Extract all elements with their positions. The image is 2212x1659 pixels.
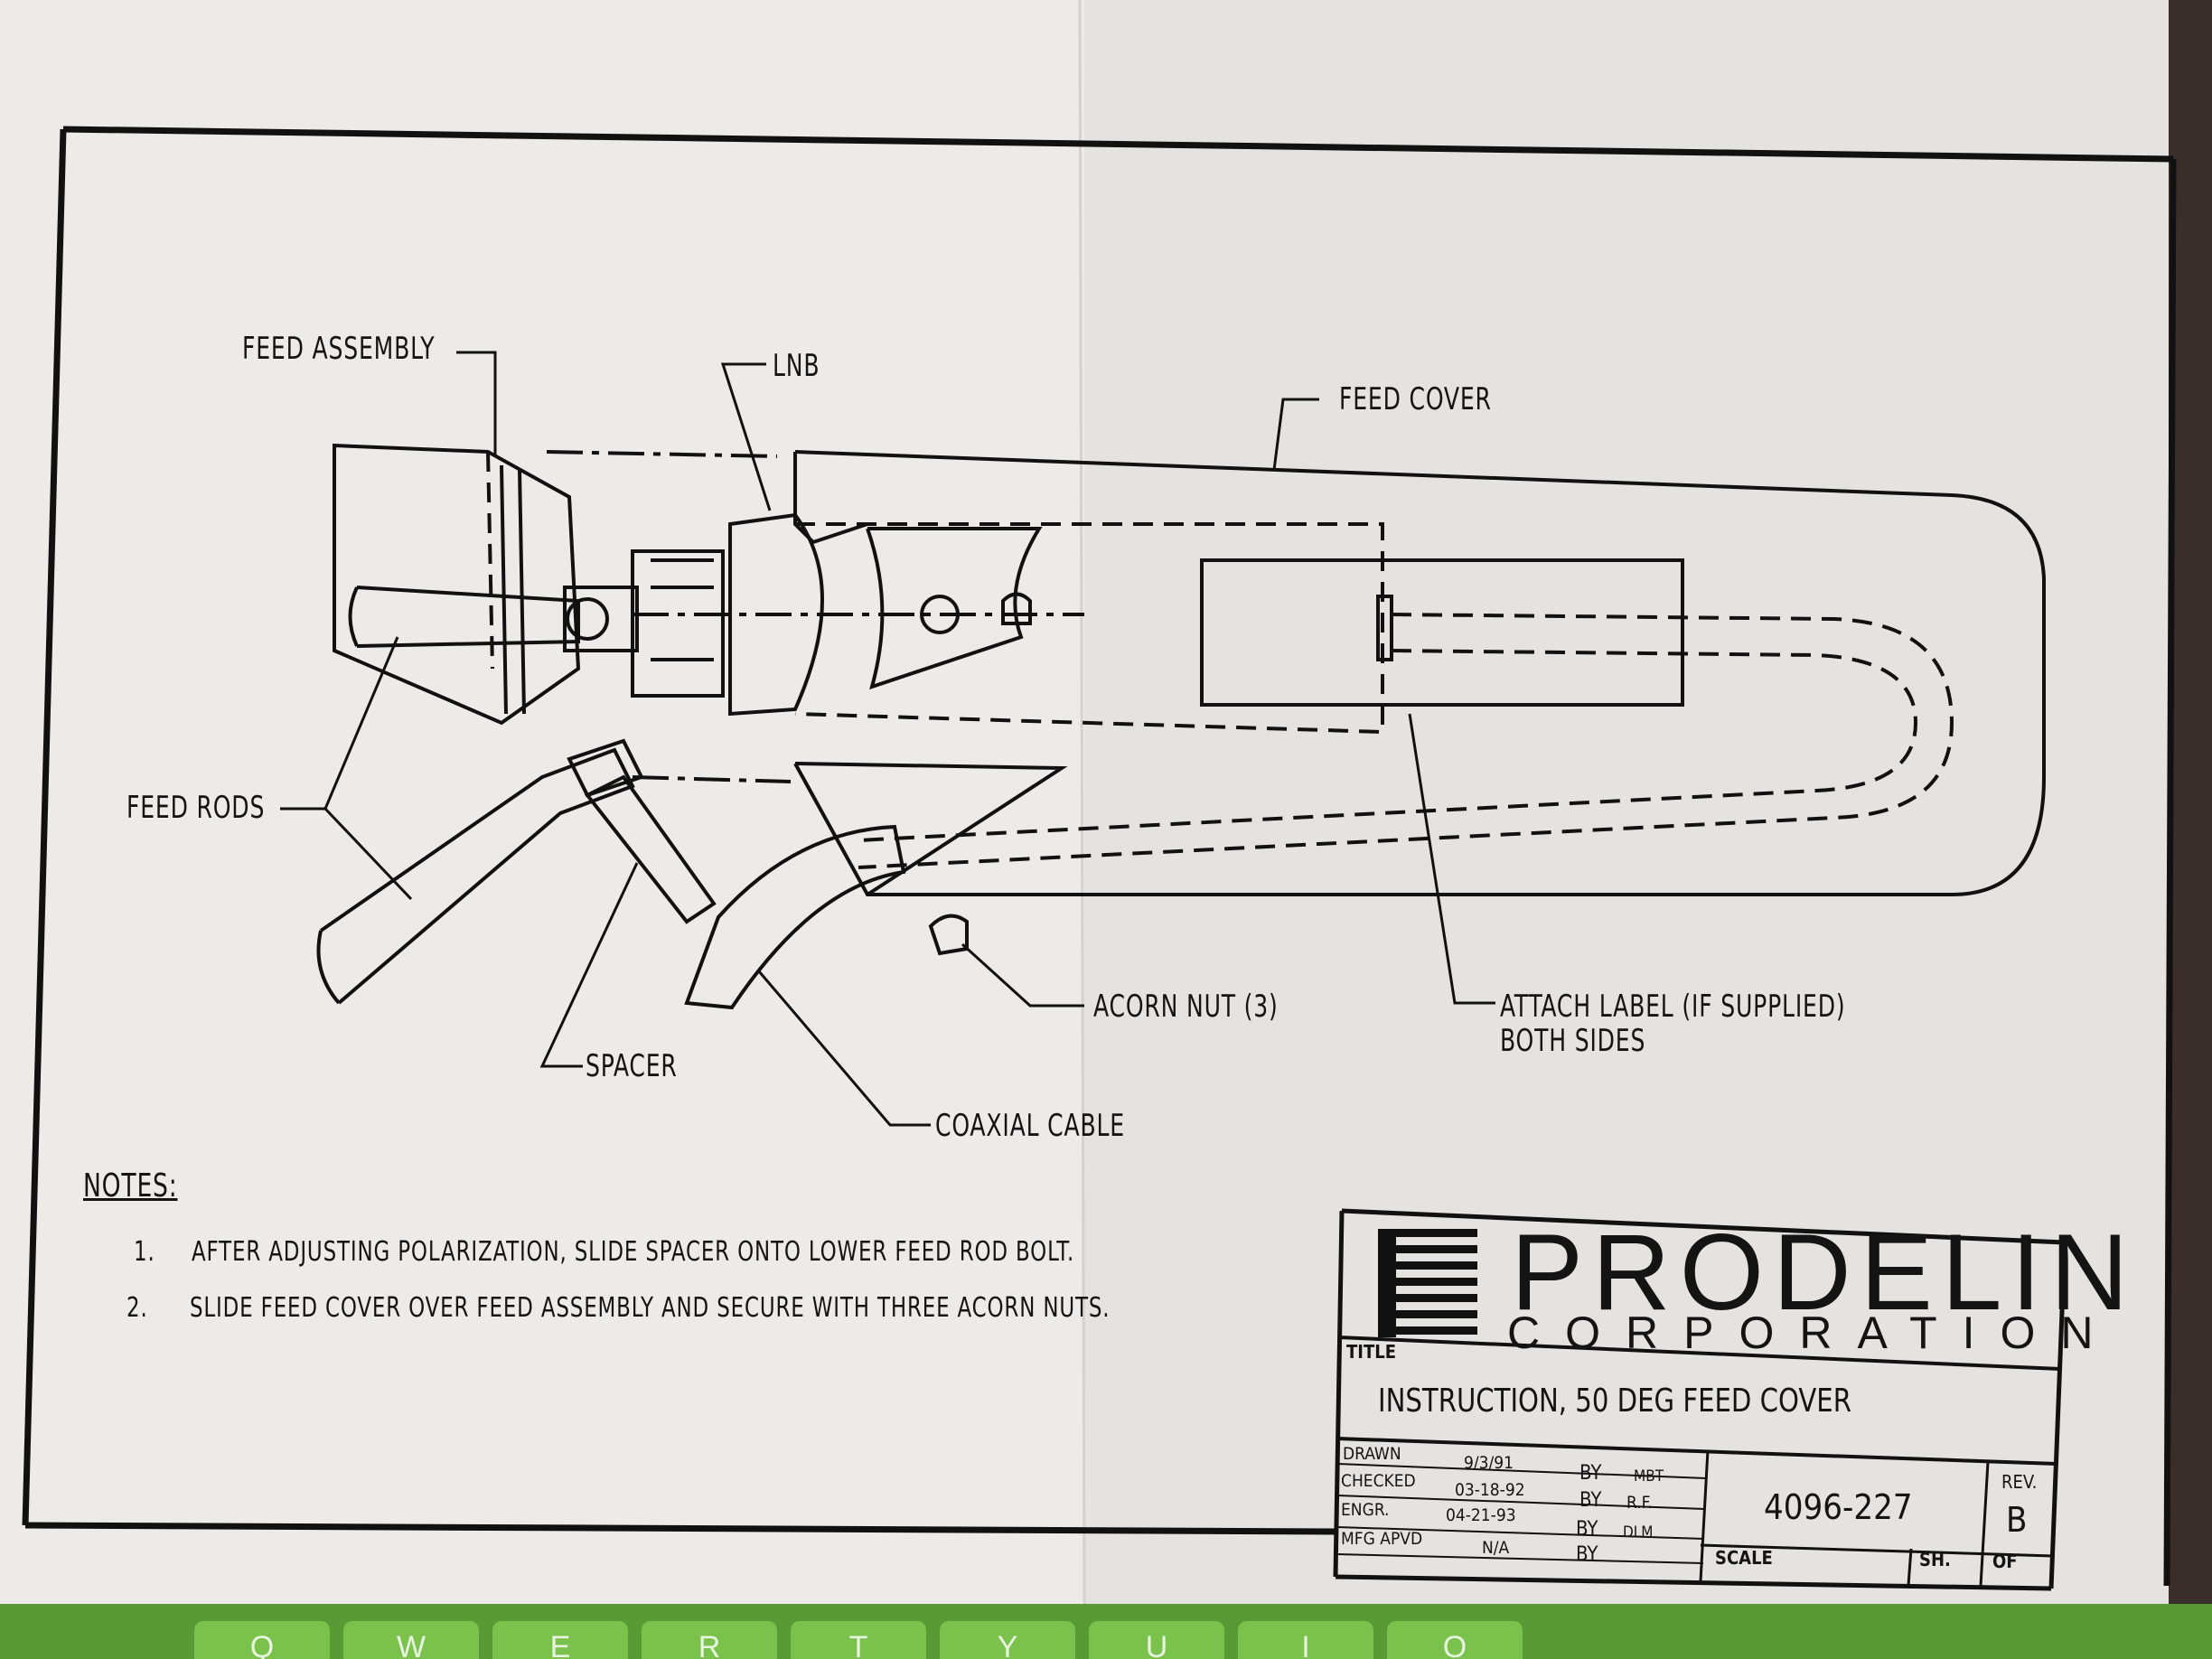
label-rectangle <box>1200 558 1684 707</box>
checked-by-label: BY <box>1579 1489 1602 1512</box>
drawn-date: 9/3/91 <box>1464 1453 1514 1473</box>
engr-date: 04-21-93 <box>1446 1505 1516 1525</box>
drawing-title: INSTRUCTION, 50 DEG FEED COVER <box>1378 1382 1851 1420</box>
drawn-by-label: BY <box>1579 1462 1602 1485</box>
spacer <box>584 774 717 924</box>
key-q[interactable]: Q <box>194 1621 330 1659</box>
rev-value: B <box>2006 1500 2028 1540</box>
lower-feed-rod <box>319 747 635 1005</box>
notes-heading: NOTES: <box>83 1167 178 1204</box>
upper-feed-rod <box>356 586 580 648</box>
mfg-apvd-date: N/A <box>1482 1538 1510 1558</box>
sheet-label: SH. <box>1919 1549 1951 1570</box>
key-e[interactable]: E <box>492 1621 628 1659</box>
mfg-apvd-by-label: BY <box>1576 1543 1598 1566</box>
drawn-label: DRAWN <box>1343 1444 1401 1464</box>
title-block-frame <box>1333 1208 2067 1591</box>
prodelin-logo-mark <box>1378 1229 1477 1337</box>
company-name: PRODELIN <box>1511 1212 2138 1333</box>
checked-date: 03-18-92 <box>1455 1480 1525 1500</box>
key-y[interactable]: Y <box>940 1621 1075 1659</box>
engr-label: ENGR. <box>1341 1500 1390 1520</box>
of-label: OF <box>1992 1551 2018 1572</box>
key-w[interactable]: W <box>343 1621 479 1659</box>
drawn-by: MBT <box>1634 1467 1664 1486</box>
keyboard-strip: Q W E R T Y U I O <box>0 1608 2212 1659</box>
note-2-text: SLIDE FEED COVER OVER FEED ASSEMBLY AND … <box>190 1292 1111 1324</box>
feed-cover-outline <box>793 450 2046 896</box>
note-1-number: 1. <box>134 1236 155 1268</box>
feed-assembly-diagram <box>316 443 2046 1010</box>
key-t[interactable]: T <box>791 1621 926 1659</box>
title-label: TITLE <box>1346 1341 1396 1363</box>
note-2-number: 2. <box>127 1292 148 1324</box>
key-o[interactable]: O <box>1387 1621 1523 1659</box>
label-attach-label-sides: BOTH SIDES <box>1500 1023 1646 1059</box>
drawing-number: 4096-227 <box>1764 1487 1913 1527</box>
label-feed-cover: FEED COVER <box>1339 381 1492 417</box>
note-1-text: AFTER ADJUSTING POLARIZATION, SLIDE SPAC… <box>192 1236 1075 1268</box>
engr-by: DLM <box>1623 1523 1654 1542</box>
label-attach-label: ATTACH LABEL (IF SUPPLIED) <box>1500 989 1846 1025</box>
lnb-body <box>728 512 824 717</box>
drawing-border <box>22 126 2177 1587</box>
checked-by: R.F. <box>1626 1493 1653 1513</box>
company-subtitle: CORPORATION <box>1507 1308 2119 1358</box>
mfg-apvd-label: MFG APVD <box>1341 1529 1423 1549</box>
label-spacer: SPACER <box>586 1048 678 1084</box>
key-r[interactable]: R <box>642 1621 777 1659</box>
checked-label: CHECKED <box>1341 1471 1416 1491</box>
leader-lines <box>280 351 1495 1127</box>
key-i[interactable]: I <box>1238 1621 1373 1659</box>
label-acorn-nut: ACORN NUT (3) <box>1093 989 1279 1025</box>
label-coaxial-cable: COAXIAL CABLE <box>935 1108 1125 1144</box>
scale-label: SCALE <box>1715 1547 1773 1569</box>
key-u[interactable]: U <box>1089 1621 1224 1659</box>
label-feed-assembly: FEED ASSEMBLY <box>242 331 436 367</box>
label-feed-rods: FEED RODS <box>127 790 266 826</box>
label-lnb: LNB <box>773 348 820 384</box>
engr-by-label: BY <box>1576 1518 1598 1541</box>
rev-label: REV. <box>2001 1471 2038 1493</box>
